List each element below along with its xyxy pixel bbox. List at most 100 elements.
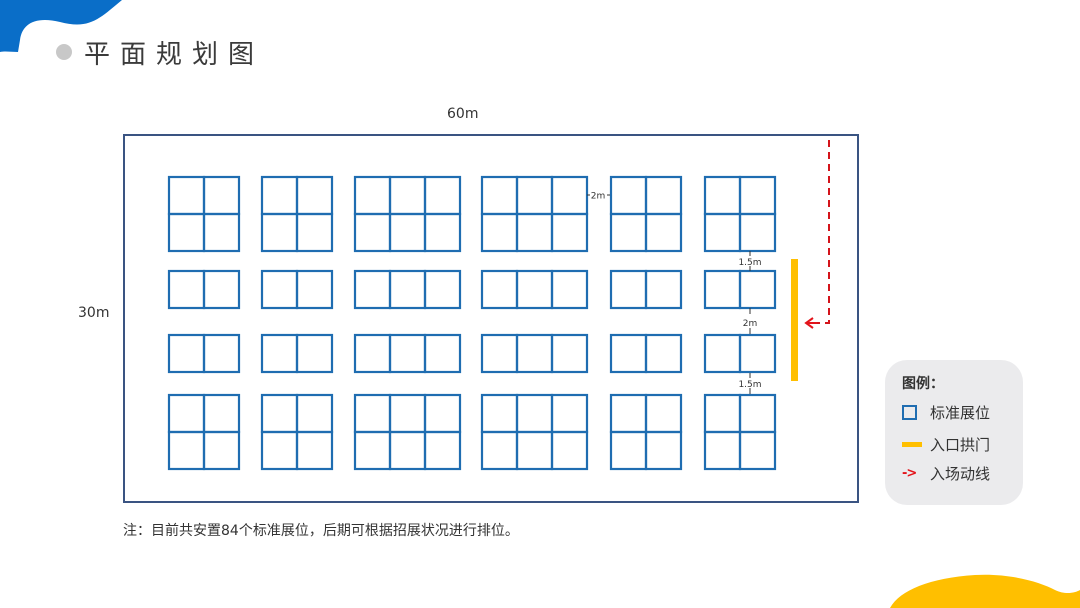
booth-cell [423, 430, 462, 471]
booth-cell [703, 175, 742, 216]
aisle-label-3: 1.5m [738, 380, 761, 390]
aisle-label-1: 1.5m [738, 258, 761, 268]
booth-cell [260, 175, 299, 216]
booth-cell [515, 269, 554, 310]
footnote: 注：目前共安置84个标准展位，后期可根据招展状况进行排位。 [123, 523, 519, 539]
booth-cell [550, 212, 589, 253]
booth-cell [260, 430, 299, 471]
booth-cell [480, 175, 519, 216]
booth-cell [550, 333, 589, 374]
booth-cell [703, 430, 742, 471]
booth-square-icon [902, 405, 917, 420]
legend-label: 标准展位 [930, 404, 991, 422]
booth-cell [738, 333, 777, 374]
booth-cell [295, 175, 334, 216]
booth-cell [353, 269, 392, 310]
booth-cell [202, 333, 241, 374]
booth-cell [703, 212, 742, 253]
height-dimension-label: 30m [78, 305, 110, 321]
booth-cell [515, 393, 554, 434]
booth-cell [295, 212, 334, 253]
booth-cell [388, 333, 427, 374]
booth-cell [167, 175, 206, 216]
booth-cell [644, 175, 683, 216]
booth-cell [202, 175, 241, 216]
entrance-gate-bar [791, 259, 798, 381]
booth-cell [703, 393, 742, 434]
booth-cell [703, 269, 742, 310]
booth-cell [260, 269, 299, 310]
legend-label: 入口拱门 [930, 436, 991, 454]
booth-cell [480, 212, 519, 253]
booth-cell [295, 430, 334, 471]
booth-cell [738, 269, 777, 310]
booth-cell [738, 175, 777, 216]
legend-panel: 图例： 标准展位 入口拱门 -> 入场动线 [885, 360, 1023, 505]
width-dimension-label: 60m [447, 106, 479, 122]
booth-cell [644, 333, 683, 374]
booth-cell [388, 212, 427, 253]
booth-cell [295, 269, 334, 310]
booth-cell [480, 393, 519, 434]
gate-bar-icon [902, 442, 922, 447]
booth-cell [609, 212, 648, 253]
booth-cell [423, 175, 462, 216]
booth-cell [260, 212, 299, 253]
booth-cell [353, 393, 392, 434]
booth-cell [353, 175, 392, 216]
aisle-label-2: 2m [743, 319, 758, 329]
booth-cell [515, 175, 554, 216]
dashed-arrow-icon: -> [902, 466, 917, 481]
booth-cell [644, 269, 683, 310]
booth-cell [167, 393, 206, 434]
booth-cell [738, 430, 777, 471]
booth-cell [609, 333, 648, 374]
booth-cell [353, 430, 392, 471]
booth-cell [260, 333, 299, 374]
booth-cell [480, 269, 519, 310]
booth-cell [550, 269, 589, 310]
booth-cell [202, 269, 241, 310]
booth-cell [480, 333, 519, 374]
booth-cell [260, 393, 299, 434]
booth-cell [423, 333, 462, 374]
booth-cell [388, 393, 427, 434]
booth-cell [295, 333, 334, 374]
booth-cell [644, 212, 683, 253]
booth-cell [388, 175, 427, 216]
booth-cell [423, 269, 462, 310]
entry-flow-dashed-line [815, 140, 830, 324]
booth-cell [167, 269, 206, 310]
booth-cell [609, 430, 648, 471]
booth-cell [550, 175, 589, 216]
yellow-wave-shape [890, 574, 1080, 608]
legend-item-booth: 标准展位 [902, 402, 990, 423]
booth-cell [202, 212, 241, 253]
booth-cell [202, 393, 241, 434]
booth-cell [609, 175, 648, 216]
legend-label: 入场动线 [930, 465, 991, 483]
booth-cell [167, 333, 206, 374]
booth-grid [167, 175, 777, 471]
booth-cell [644, 430, 683, 471]
exhibition-hall-outline [123, 134, 859, 503]
blue-wave-shape [0, 0, 122, 52]
booth-cell [353, 212, 392, 253]
booth-cell [703, 333, 742, 374]
booth-cell [609, 269, 648, 310]
booth-cell [423, 212, 462, 253]
booth-cell [515, 430, 554, 471]
legend-item-flow: -> 入场动线 [902, 463, 990, 484]
booth-cell [388, 430, 427, 471]
booth-cell [515, 333, 554, 374]
booth-cell [738, 393, 777, 434]
booth-cell [202, 430, 241, 471]
booth-cell [550, 430, 589, 471]
title-bullet-dot [56, 44, 72, 60]
booth-cell [738, 212, 777, 253]
booth-cell [480, 430, 519, 471]
booth-cell [423, 393, 462, 434]
booth-cell [644, 393, 683, 434]
